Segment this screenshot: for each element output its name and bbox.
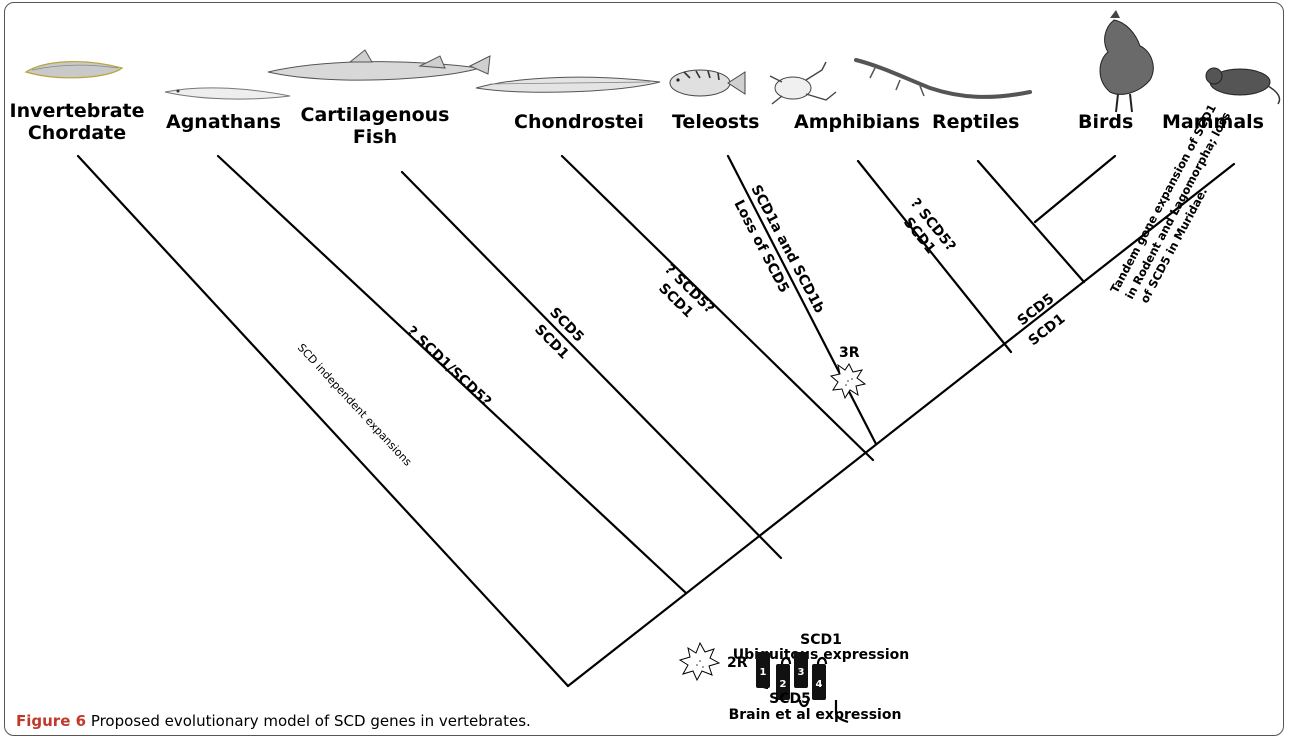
taxon-agnathans: Agnathans xyxy=(166,111,281,133)
taxon-cartilagenous-fish: Cartilagenous Fish xyxy=(290,104,460,148)
domain-1-label: 1 xyxy=(760,667,767,678)
scd-protein-topology-diagram: SCD1 Ubiquitous expression 1 2 3 4 SCD5 … xyxy=(729,632,910,723)
protein-bottom-subtitle: Brain et al expression xyxy=(729,707,902,723)
frog-icon xyxy=(770,62,836,104)
duplication-3r-burst-icon xyxy=(831,364,865,398)
protein-bottom-title: SCD5 xyxy=(769,691,811,707)
perch-icon xyxy=(670,70,745,96)
taxon-birds: Birds xyxy=(1078,111,1133,133)
domain-3-label: 3 xyxy=(798,667,805,678)
rat-icon xyxy=(1206,68,1280,104)
label-agnathans-branch: ? SCD1/SCD5? xyxy=(403,323,494,410)
branch-invertebrate xyxy=(78,156,568,686)
sturgeon-icon xyxy=(476,77,660,92)
domain-4-label: 4 xyxy=(816,679,823,690)
branch-amphibians xyxy=(858,161,1011,352)
lizard-icon xyxy=(856,60,1030,97)
branch-reptiles xyxy=(978,161,1084,282)
taxon-teleosts: Teleosts xyxy=(672,111,759,133)
mammals-note-line-2: in Rodent and Lagomorpha; loss xyxy=(1122,109,1233,301)
taxon-invertebrate-line1: Invertebrate xyxy=(8,100,146,122)
rooster-icon xyxy=(1100,10,1153,112)
figure-caption-text: Proposed evolutionary model of SCD genes… xyxy=(86,712,531,730)
branch-teleosts xyxy=(728,156,876,444)
taxon-mammals: Mammals xyxy=(1162,111,1264,133)
duplication-2r-burst-icon xyxy=(680,643,719,680)
branch-birds xyxy=(1035,156,1115,222)
figure-number: Figure 6 xyxy=(16,712,86,730)
protein-top-title: SCD1 xyxy=(800,632,842,648)
label-invertebrate-branch: SCD independent expansions xyxy=(295,341,415,469)
taxon-invertebrate-line2: Chordate xyxy=(8,122,146,144)
taxon-amphibians: Amphibians xyxy=(794,111,920,133)
taxon-chondrostei: Chondrostei xyxy=(514,111,644,133)
lamprey-icon xyxy=(165,88,290,99)
duplication-3r-label: 3R xyxy=(839,345,860,361)
lancelet-icon xyxy=(26,62,122,78)
domain-2-label: 2 xyxy=(780,679,787,690)
taxon-invertebrate-chordate: Invertebrate Chordate xyxy=(8,100,146,144)
taxon-cartilagenous-line2: Fish xyxy=(290,126,460,148)
shark-icon xyxy=(268,50,490,80)
taxon-cartilagenous-line1: Cartilagenous xyxy=(290,104,460,126)
taxon-reptiles: Reptiles xyxy=(932,111,1019,133)
figure-caption: Figure 6 Proposed evolutionary model of … xyxy=(16,712,531,730)
